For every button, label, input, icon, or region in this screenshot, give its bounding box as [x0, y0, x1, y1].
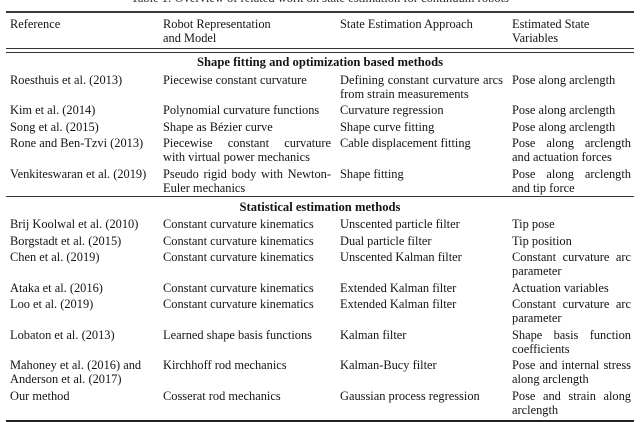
cell-approach: Cable displacement fitting: [340, 136, 471, 151]
cell-estimated-state: Constant curvature arc parameter: [512, 250, 631, 279]
col-header-reference: Reference: [10, 17, 61, 31]
cell-approach: Curvature regression: [340, 103, 444, 118]
table-row: Our method Cosserat rod mechanics Gaussi…: [6, 388, 634, 419]
cell-representation: Constant curvature kinematics: [163, 217, 314, 232]
cell-approach: Kalman-Bucy filter: [340, 358, 437, 373]
cell-estimated-state: Pose along arclength and tip force: [512, 166, 631, 195]
section-title-statistical: Statistical estimation methods: [239, 199, 401, 214]
table-row: Roesthuis et al. (2013) Piecewise consta…: [6, 72, 634, 103]
cell-reference: Lobaton et al. (2013): [10, 327, 115, 342]
table-row: Song et al. (2015) Shape as Bézier curve…: [6, 119, 634, 136]
cell-estimated-state: Pose along arclength and actuation force…: [512, 136, 631, 165]
col-header-estimated-state: Estimated State Variables: [512, 17, 590, 45]
cell-representation: Constant curvature kinematics: [163, 250, 314, 265]
table-caption: Table 1: Overview of related work on sta…: [0, 0, 640, 5]
cell-representation: Constant curvature kinematics: [163, 233, 314, 248]
cell-reference: Loo et al. (2019): [10, 297, 94, 312]
cell-reference: Rone and Ben-Tzvi (2013): [10, 136, 144, 151]
cell-reference: Mahoney et al. (2016) and Anderson et al…: [10, 358, 142, 387]
cell-representation: Constant curvature kinematics: [163, 280, 314, 295]
cell-approach: Shape curve fitting: [340, 119, 435, 134]
cell-representation: Learned shape basis functions: [163, 327, 312, 342]
table-row: Borgstadt et al. (2015) Constant curvatu…: [6, 233, 634, 250]
cell-estimated-state: Pose and internal stress along arclength: [512, 358, 631, 387]
header-double-rule: [6, 48, 634, 53]
cell-approach: Kalman filter: [340, 327, 407, 342]
cell-representation: Constant curvature kinematics: [163, 297, 314, 312]
cell-representation: Shape as Bézier curve: [163, 119, 273, 134]
cell-reference: Roesthuis et al. (2013): [10, 72, 123, 87]
cell-reference: Borgstadt et al. (2015): [10, 233, 122, 248]
cell-approach: Unscented particle filter: [340, 217, 460, 232]
cell-estimated-state: Tip position: [512, 233, 572, 248]
cell-estimated-state: Actuation variables: [512, 280, 609, 295]
cell-estimated-state: Pose along arclength: [512, 119, 616, 134]
cell-estimated-state: Pose along arclength: [512, 72, 616, 87]
table-row: Mahoney et al. (2016) and Anderson et al…: [6, 357, 634, 388]
related-work-table: Reference Robot Representation and Model…: [6, 11, 634, 422]
table-row: Loo et al. (2019) Constant curvature kin…: [6, 296, 634, 327]
cell-estimated-state: Pose along arclength: [512, 103, 616, 118]
table-row: Brij Koolwal et al. (2010) Constant curv…: [6, 216, 634, 233]
cell-representation: Kirchhoff rod mechanics: [163, 358, 287, 373]
cell-approach: Shape fitting: [340, 166, 404, 181]
table-row: Rone and Ben-Tzvi (2013) Piecewise const…: [6, 135, 634, 166]
table-top-rule: [6, 11, 634, 13]
cell-reference: Our method: [10, 388, 70, 403]
table-row: Kim et al. (2014) Polynomial curvature f…: [6, 102, 634, 119]
table-header-row: Reference Robot Representation and Model…: [6, 13, 634, 48]
cell-estimated-state: Tip pose: [512, 217, 555, 232]
cell-reference: Ataka et al. (2016): [10, 280, 103, 295]
cell-approach: Defining constant curvature arcs from st…: [340, 72, 503, 101]
section-divider-rule: [6, 196, 634, 198]
cell-approach: Extended Kalman filter: [340, 297, 457, 312]
cell-representation: Pseudo rigid body with Newton-Euler mech…: [163, 166, 331, 195]
cell-approach: Unscented Kalman filter: [340, 250, 462, 265]
table-row: Lobaton et al. (2013) Learned shape basi…: [6, 327, 634, 358]
cell-representation: Piecewise constant curvature with virtua…: [163, 136, 331, 165]
cell-reference: Brij Koolwal et al. (2010): [10, 217, 139, 232]
table-row: Ataka et al. (2016) Constant curvature k…: [6, 280, 634, 297]
cell-approach: Gaussian process regression: [340, 388, 480, 403]
cell-representation: Polynomial curvature functions: [163, 103, 320, 118]
table-row: Venkiteswaran et al. (2019) Pseudo rigid…: [6, 166, 634, 197]
col-header-approach: State Estimation Approach: [340, 17, 473, 31]
col-header-representation: Robot Representation and Model: [163, 17, 271, 45]
cell-reference: Kim et al. (2014): [10, 103, 96, 118]
cell-estimated-state: Constant curvature arc parameter: [512, 297, 631, 326]
cell-estimated-state: Shape basis function coefficients: [512, 327, 631, 356]
cell-approach: Dual particle filter: [340, 233, 432, 248]
cell-representation: Piecewise constant curvature: [163, 72, 307, 87]
cell-estimated-state: Pose and strain along arclength: [512, 388, 631, 417]
section-title-shape-fitting: Shape fitting and optimization based met…: [197, 55, 443, 70]
cell-representation: Cosserat rod mechanics: [163, 388, 281, 403]
cell-reference: Song et al. (2015): [10, 119, 99, 134]
cell-reference: Venkiteswaran et al. (2019): [10, 166, 147, 181]
cell-reference: Chen et al. (2019): [10, 250, 100, 265]
table-row: Chen et al. (2019) Constant curvature ki…: [6, 249, 634, 280]
cell-approach: Extended Kalman filter: [340, 280, 457, 295]
